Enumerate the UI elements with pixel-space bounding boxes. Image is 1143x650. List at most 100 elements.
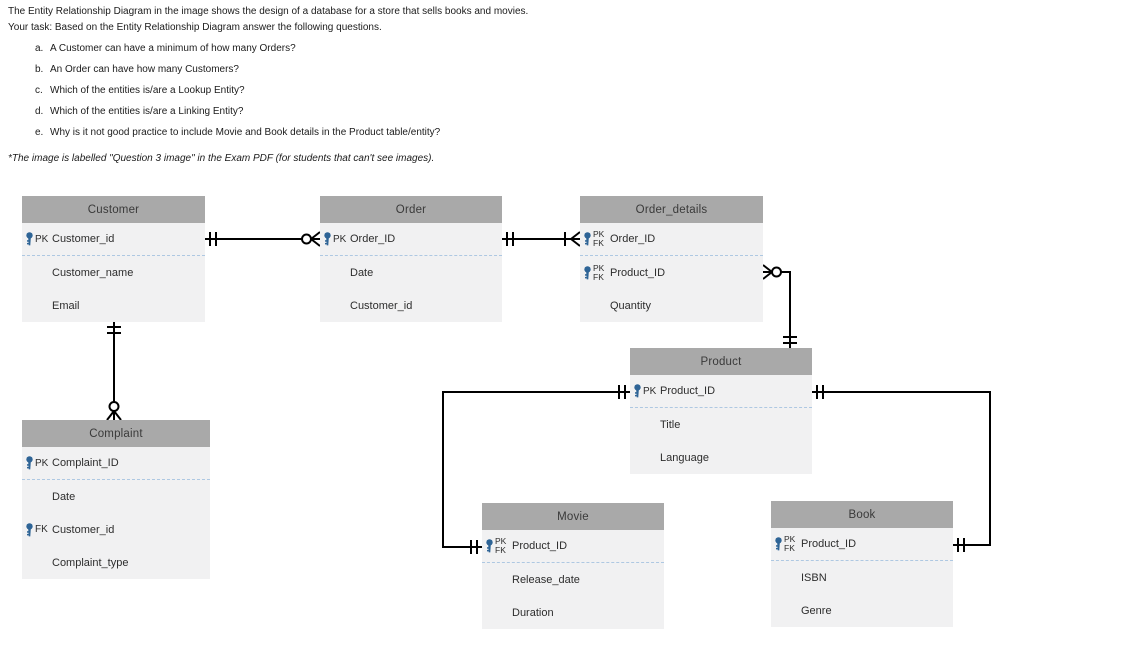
field-label: Duration bbox=[512, 606, 554, 619]
field-label: Product_ID bbox=[512, 540, 568, 552]
entity-movie-title: Movie bbox=[482, 503, 664, 530]
key-type-label: PK bbox=[35, 233, 49, 245]
key-area: PK bbox=[25, 456, 52, 470]
question-text: Which of the entities is/are a Linking E… bbox=[50, 106, 244, 117]
key-area: FK bbox=[25, 522, 52, 537]
question-text: A Customer can have a minimum of how man… bbox=[50, 43, 296, 54]
entity-complaint-title: Complaint bbox=[22, 420, 210, 447]
field-label: Complaint_ID bbox=[52, 457, 119, 469]
key-icon bbox=[584, 265, 591, 279]
field-label: Customer_id bbox=[52, 523, 115, 536]
key-icon bbox=[486, 539, 493, 553]
field-label: Release_date bbox=[512, 573, 580, 586]
key-area: PK bbox=[25, 232, 52, 246]
key-type-label: PK bbox=[35, 457, 49, 469]
entity-product-title: Product bbox=[630, 348, 812, 375]
entity-row: Release_date bbox=[482, 563, 664, 596]
connector-orderdetails-product bbox=[762, 264, 797, 348]
connector-order-orderdetails bbox=[502, 231, 581, 247]
key-icon bbox=[634, 384, 641, 398]
key-icon bbox=[324, 232, 331, 246]
field-label: Customer_id bbox=[52, 233, 115, 245]
field-label: Date bbox=[52, 490, 76, 503]
entity-row: Date bbox=[320, 256, 502, 289]
entity-row: Language bbox=[630, 441, 812, 474]
key-icon bbox=[584, 232, 591, 246]
entity-row: Email bbox=[22, 289, 205, 322]
field-label: Customer_name bbox=[52, 266, 134, 279]
connector-product-book bbox=[812, 385, 991, 552]
question-text: Which of the entities is/are a Lookup En… bbox=[50, 85, 245, 96]
key-icon bbox=[26, 522, 33, 536]
question-letter: d. bbox=[35, 106, 44, 117]
entity-order-title: Order bbox=[320, 196, 502, 223]
field-label: Quantity bbox=[610, 299, 651, 312]
key-type-label: PK bbox=[643, 385, 657, 397]
field-label: Email bbox=[52, 299, 80, 312]
question-letter: e. bbox=[35, 127, 44, 138]
field-label: ISBN bbox=[801, 571, 827, 584]
field-label: Customer_id bbox=[350, 299, 413, 312]
field-label: Product_ID bbox=[660, 385, 716, 397]
entity-row: FK Customer_id bbox=[22, 513, 210, 546]
entity-row: Customer_id bbox=[320, 289, 502, 322]
entity-row: Duration bbox=[482, 596, 664, 629]
question-item-d: d. Which of the entities is/are a Linking… bbox=[35, 104, 243, 119]
field-label: Genre bbox=[801, 604, 832, 617]
field-label: Product_ID bbox=[801, 538, 857, 550]
entity-row: Genre bbox=[771, 594, 953, 627]
intro-line-1: The Entity Relationship Diagram in the i… bbox=[8, 6, 529, 17]
entity-row: Customer_name bbox=[22, 256, 205, 289]
question-item-a: a. A Customer can have a minimum of how m… bbox=[35, 41, 296, 56]
key-icon bbox=[775, 537, 782, 551]
entity-order-details-title: Order_details bbox=[580, 196, 763, 223]
entity-row: Quantity bbox=[580, 289, 763, 322]
connector-product-movie bbox=[442, 385, 630, 554]
key-type-label: PK bbox=[333, 233, 347, 245]
key-area: PK bbox=[633, 384, 660, 398]
entity-row: Date bbox=[22, 480, 210, 513]
entity-customer-title: Customer bbox=[22, 196, 205, 223]
entity-book-title: Book bbox=[771, 501, 953, 528]
question-letter: b. bbox=[35, 64, 44, 75]
field-label: Product_ID bbox=[610, 266, 666, 279]
key-area: PK bbox=[323, 232, 350, 246]
question-letter: c. bbox=[35, 85, 43, 96]
entity-row: Complaint_type bbox=[22, 546, 210, 579]
entity-row: Title bbox=[630, 408, 812, 441]
connector-customer-order bbox=[205, 231, 321, 247]
question-text: Why is it not good practice to include M… bbox=[50, 127, 441, 138]
key-type-label: FK bbox=[35, 524, 48, 535]
question-letter: a. bbox=[35, 43, 44, 54]
question-item-c: c. Which of the entities is/are a Lookup … bbox=[35, 83, 245, 98]
field-label: Title bbox=[660, 418, 681, 431]
connector-customer-complaint bbox=[106, 322, 122, 421]
field-label: Order_ID bbox=[350, 233, 396, 245]
field-label: Language bbox=[660, 451, 709, 464]
question-item-b: b. An Order can have how many Customers? bbox=[35, 62, 239, 77]
question-text: An Order can have how many Customers? bbox=[50, 64, 239, 75]
